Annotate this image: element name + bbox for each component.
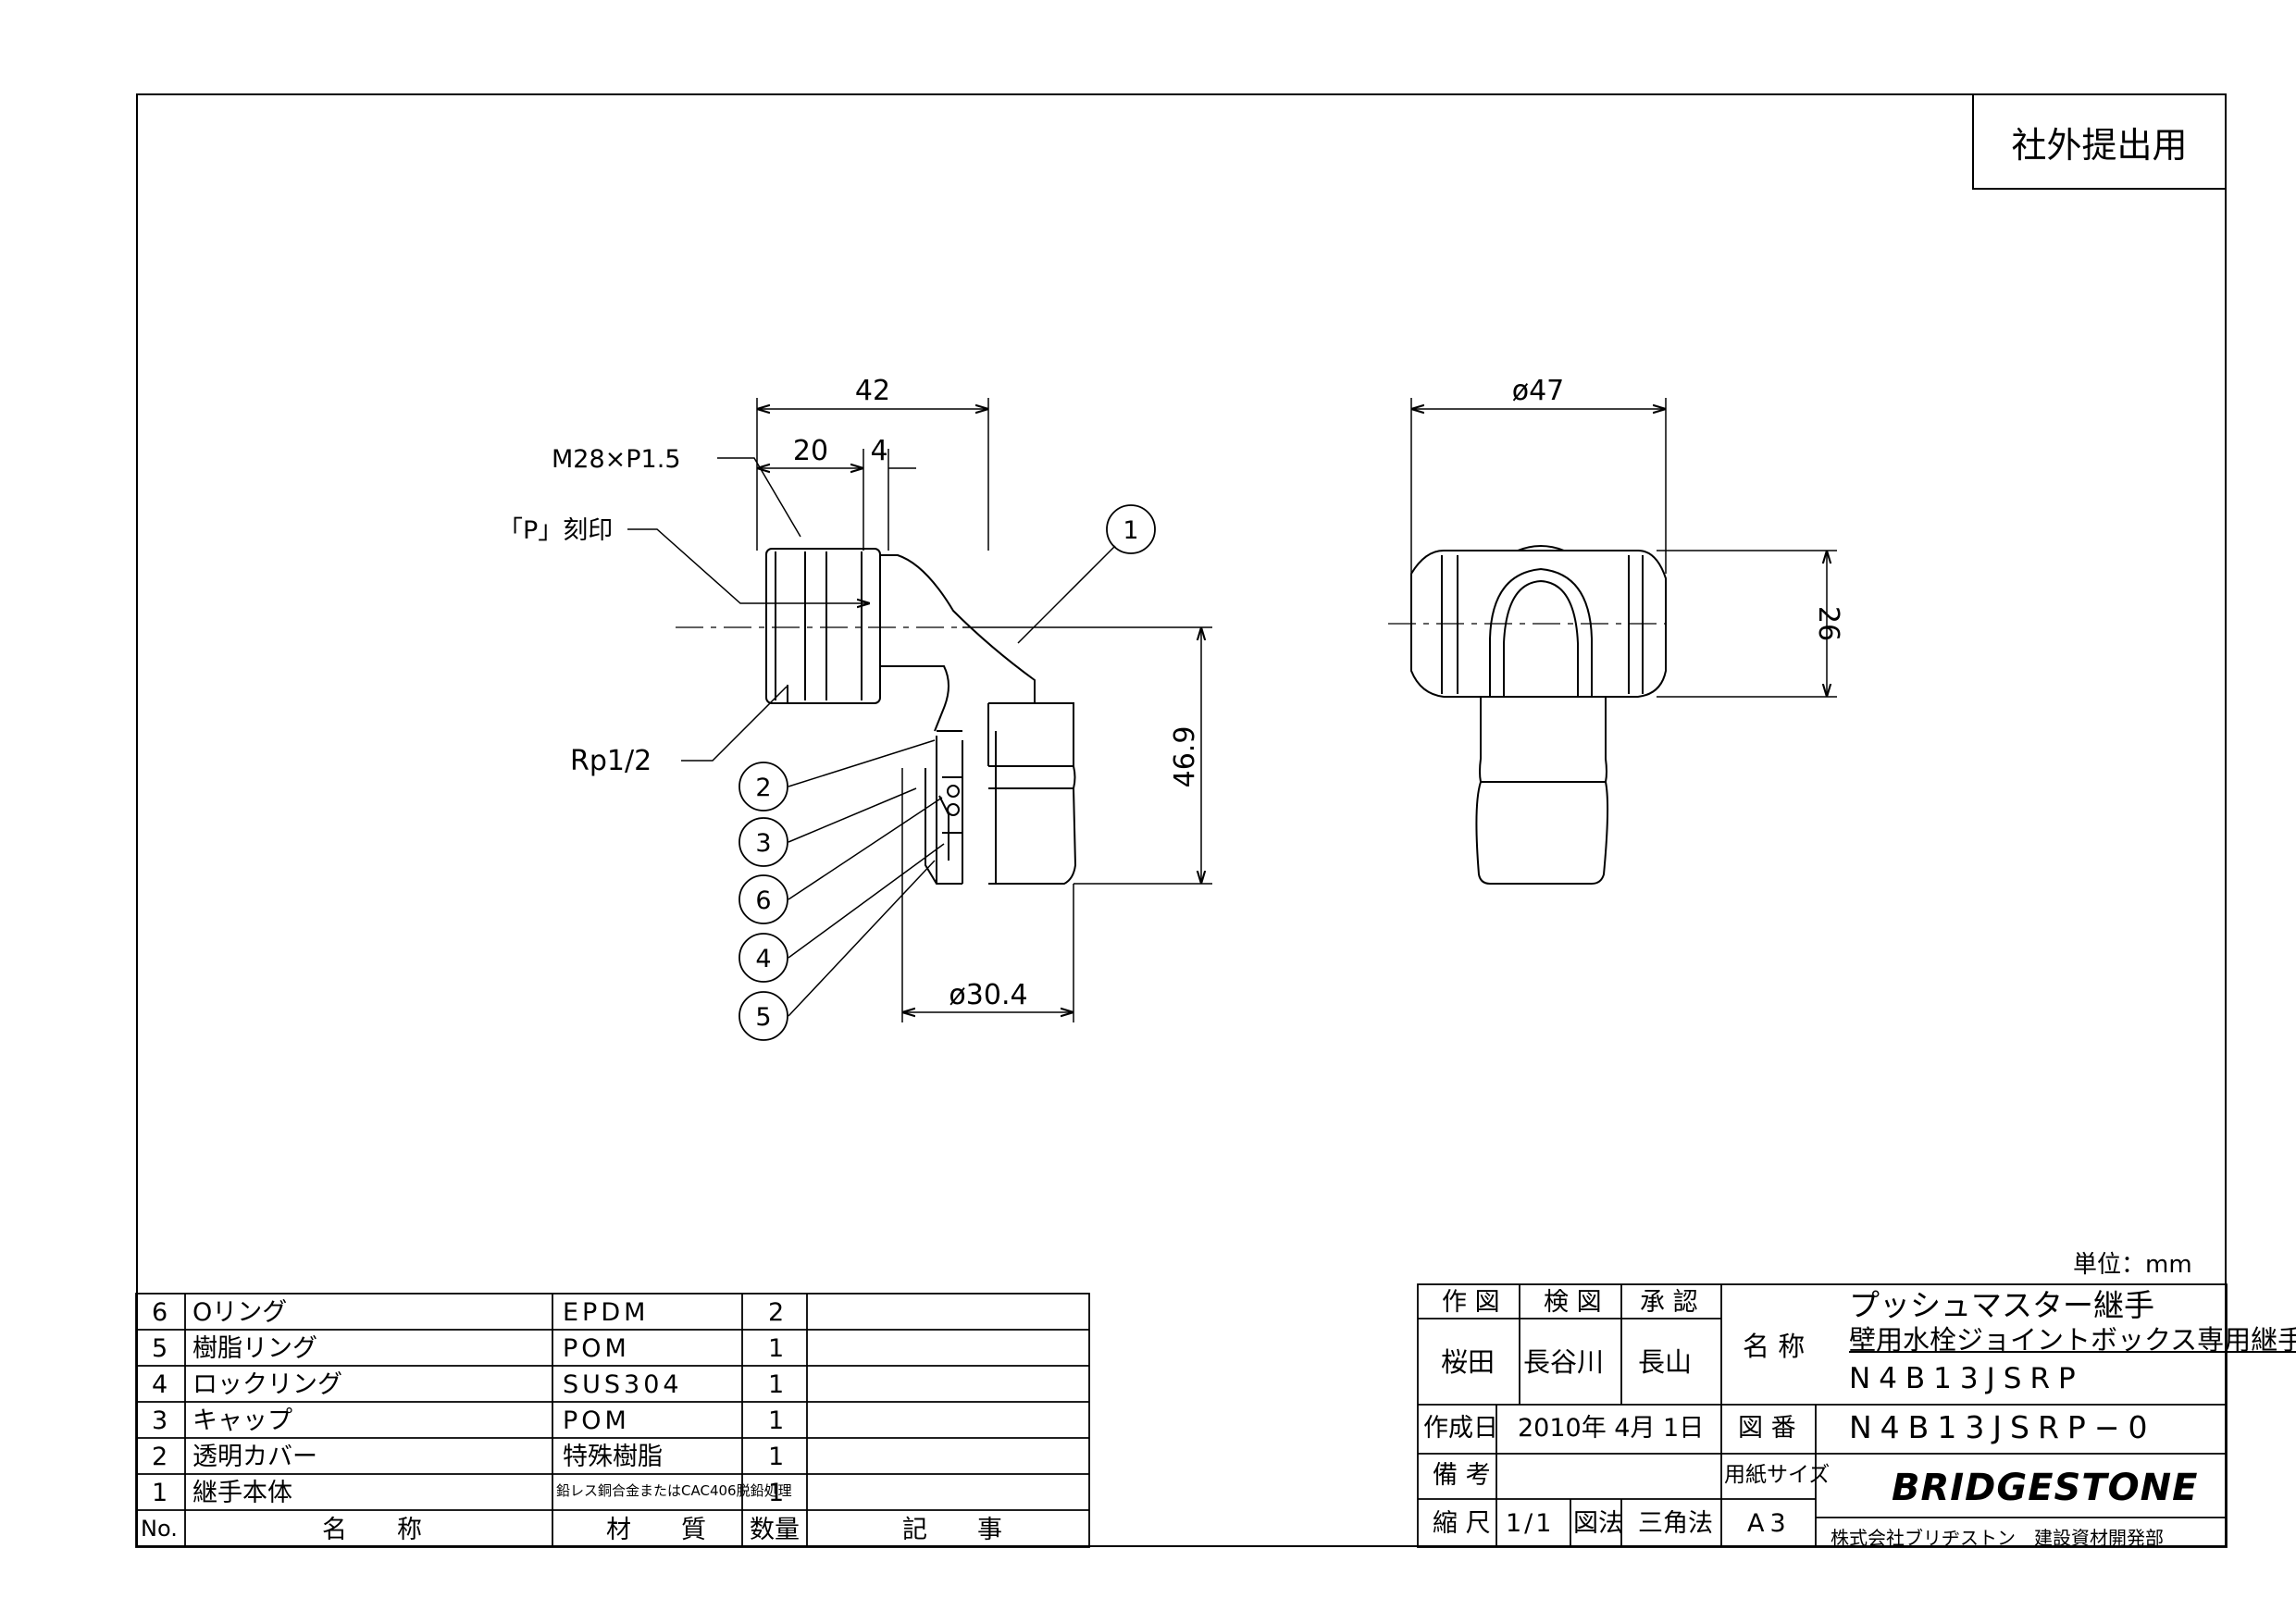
part-material: 特殊樹脂 [563, 1443, 663, 1471]
balloon-1-text: 1 [1123, 516, 1138, 545]
part-qty: 1 [768, 1479, 785, 1507]
checked-by: 長谷川 [1523, 1346, 1605, 1378]
organization-name: 株式会社ブリヂストン 建設資材開発部 [1831, 1527, 2164, 1549]
creation-date: 2010年 4月 1日 [1518, 1414, 1705, 1443]
product-code: N4B13JSRP [1849, 1362, 2084, 1395]
side-view-dimensions [1410, 398, 1837, 698]
balloon-5 [738, 991, 788, 1041]
part-name: 透明カバー [192, 1443, 317, 1471]
product-name-line2: 壁用水栓ジョイントボックス専用継手 [1849, 1324, 2296, 1356]
label-rp: Rp1/2 [570, 745, 652, 777]
title-block-grid [1417, 1283, 2228, 1548]
part-qty: 2 [768, 1298, 785, 1327]
drawing-number: N4B13JSRP−0 [1849, 1409, 2156, 1445]
dim-46-9: 46.9 [1169, 726, 1201, 788]
projection-value: 三角法 [1638, 1509, 1713, 1538]
part-qty: 1 [768, 1443, 785, 1471]
front-view-dimensions [627, 398, 1212, 1022]
part-name: ロックリング [192, 1370, 342, 1399]
part-name: 樹脂リング [192, 1334, 317, 1363]
part-no: 6 [152, 1298, 168, 1327]
part-no: 1 [152, 1479, 168, 1507]
header-name: 名 称 [322, 1516, 422, 1544]
part-material: EPDM [563, 1298, 650, 1327]
part-name: 継手本体 [192, 1479, 292, 1507]
part-qty: 1 [768, 1370, 785, 1399]
external-submission-stamp: 社外提出用 [1972, 93, 2227, 190]
part-balloons [738, 504, 1156, 1041]
scale-label: 縮 尺 [1433, 1509, 1491, 1538]
balloon-4 [738, 933, 788, 983]
part-qty: 1 [768, 1334, 785, 1363]
balloon-3 [738, 817, 788, 867]
balloon-2-text: 2 [755, 774, 771, 802]
paper-size-label: 用紙サイズ [1724, 1463, 1831, 1487]
part-no: 2 [152, 1443, 168, 1471]
dim-20: 20 [793, 435, 828, 467]
remarks-label: 備 考 [1433, 1461, 1491, 1490]
date-label: 作成日 [1423, 1414, 1498, 1443]
part-material: 鉛レス銅合金またはCAC406脱鉛処理 [556, 1482, 792, 1499]
bridgestone-logo: BRIDGESTONE [1892, 1467, 2199, 1509]
balloon-6 [738, 874, 788, 924]
part-material: SUS304 [563, 1370, 683, 1399]
balloon-3-text: 3 [755, 829, 771, 858]
approved-label: 承 認 [1640, 1288, 1698, 1317]
part-no: 3 [152, 1406, 168, 1435]
balloon-6-text: 6 [755, 886, 771, 915]
approved-by: 長山 [1638, 1346, 1693, 1378]
side-view-fitting [1410, 545, 1667, 885]
header-remarks: 記 事 [902, 1516, 1002, 1544]
paper-size-value: A3 [1747, 1509, 1792, 1538]
dim-42: 42 [855, 375, 890, 407]
part-no: 4 [152, 1370, 168, 1399]
header-material: 材 質 [606, 1516, 706, 1544]
label-thread: M28×P1.5 [552, 445, 681, 474]
part-qty: 1 [768, 1406, 785, 1435]
dim-26: 26 [1812, 606, 1844, 641]
balloon-4-text: 4 [755, 945, 771, 973]
checked-label: 検 図 [1544, 1288, 1602, 1317]
dim-30-4: ø30.4 [949, 979, 1027, 1011]
unit-label: 単位：mm [2073, 1251, 2192, 1279]
part-no: 5 [152, 1334, 168, 1363]
header-no: No. [141, 1516, 178, 1542]
projection-label: 図法 [1573, 1509, 1623, 1538]
part-name: キャップ [192, 1406, 292, 1435]
part-material: POM [563, 1406, 630, 1435]
drawing-frame [136, 93, 2227, 1547]
part-name: Oリング [192, 1298, 288, 1327]
drawn-label: 作 図 [1442, 1288, 1500, 1317]
dim-4: 4 [870, 435, 887, 467]
header-qty: 数量 [750, 1516, 800, 1544]
dim-47: ø47 [1512, 375, 1565, 407]
front-view-fitting [765, 548, 1077, 885]
balloon-5-text: 5 [755, 1003, 771, 1032]
name-label: 名 称 [1743, 1331, 1806, 1362]
label-p-marking: 「P」刻印 [498, 516, 613, 545]
scale-value: 1/1 [1506, 1509, 1555, 1538]
balloon-2 [738, 762, 788, 812]
balloon-1 [1106, 504, 1156, 554]
drawn-by: 桜田 [1441, 1346, 1496, 1378]
product-name-line1: プッシュマスター継手 [1849, 1287, 2154, 1323]
drawing-no-label: 図 番 [1738, 1414, 1796, 1443]
part-material: POM [563, 1334, 630, 1363]
parts-list-grid [135, 1293, 1090, 1548]
